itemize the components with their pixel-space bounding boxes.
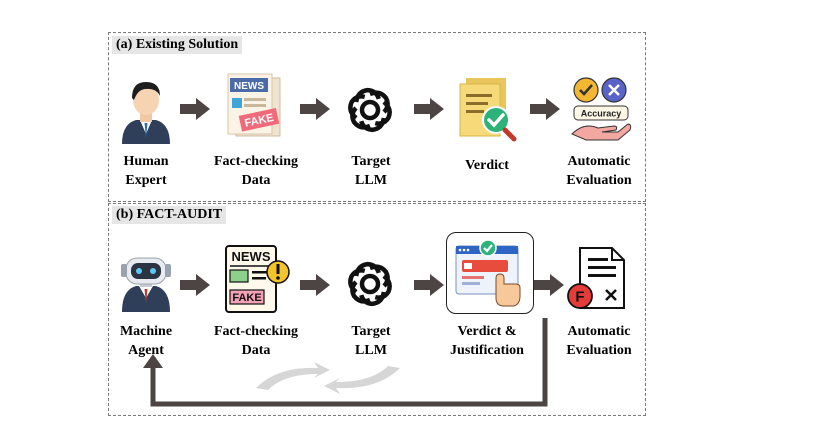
fake-news-icon: NEWS FAKE: [225, 245, 290, 313]
fake-text: FAKE: [232, 292, 261, 304]
flow-arrow: [414, 98, 444, 120]
step-label-verdict: Verdict: [465, 158, 509, 173]
accuracy-hand-icon: Accuracy: [571, 77, 632, 141]
robot-agent-icon: [121, 257, 171, 312]
grade-f-text: F: [575, 289, 584, 306]
verdict-justification-icon: [455, 239, 521, 307]
feedback-loop-arrow: [143, 318, 548, 407]
panel-fact-audit: [108, 203, 646, 416]
human-expert-icon: [122, 82, 170, 144]
news-text: NEWS: [234, 81, 264, 92]
flow-arrow: [414, 274, 444, 296]
f-grade-document-icon: F: [567, 247, 625, 309]
panel-a-title: (a) Existing Solution: [112, 36, 243, 54]
panel-b-title: (b) FACT-AUDIT: [112, 206, 227, 224]
flow-arrow: [300, 98, 330, 120]
flow-arrow: [180, 98, 210, 120]
fake-news-icon: NEWS FAKE: [227, 73, 281, 137]
step-label-verdict-justification: Verdict &Justification: [450, 324, 524, 358]
flow-arrow: [530, 98, 560, 120]
flow-arrow: [534, 274, 564, 296]
verdict-document-icon: [459, 78, 517, 142]
cycle-arrows-icon: [256, 362, 400, 394]
accuracy-text: Accuracy: [581, 109, 622, 119]
panel-existing-solution: [108, 32, 646, 202]
openai-logo-icon: [348, 87, 392, 133]
news-text: NEWS: [232, 249, 271, 264]
openai-logo-icon: [348, 261, 392, 307]
flow-arrow: [180, 274, 210, 296]
fake-text: FAKE: [244, 112, 275, 130]
flow-arrow: [300, 274, 330, 296]
